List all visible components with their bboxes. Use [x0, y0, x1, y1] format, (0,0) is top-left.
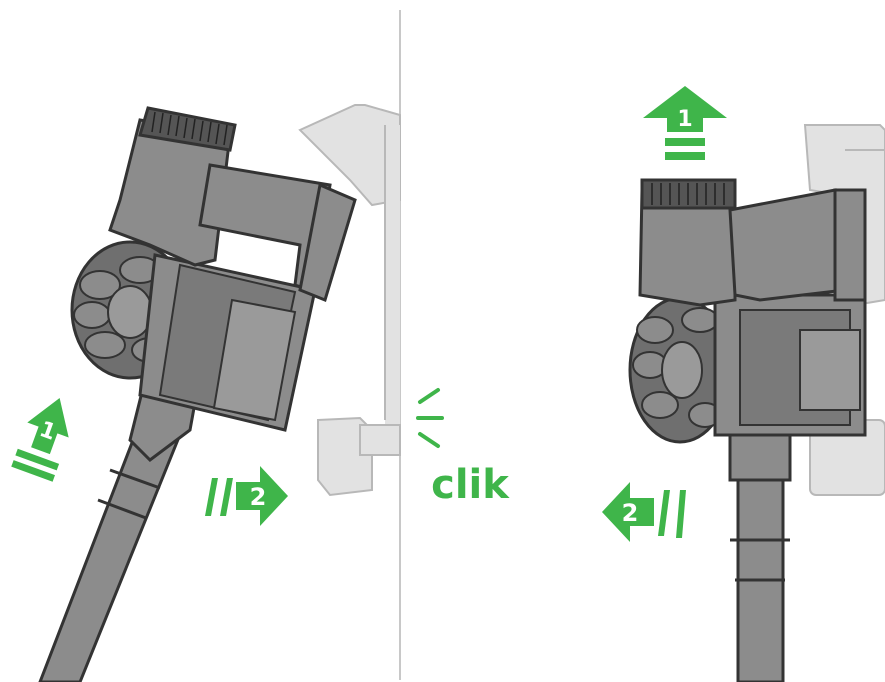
step-1-arrow-right: 1: [643, 86, 727, 160]
step-2-arrow-right: 2: [602, 482, 686, 542]
step-1-arrow-left: 1: [11, 391, 80, 482]
step-2-label-right: 2: [622, 499, 639, 527]
wand-right: [730, 408, 790, 682]
handle-right: [640, 180, 865, 305]
wall-dock-left: [300, 105, 400, 495]
step-2-label-left: 2: [250, 483, 267, 511]
sound-lines-icon: [418, 390, 442, 446]
click-sound-label: clik: [431, 462, 510, 508]
left-panel: 1 2: [11, 105, 400, 682]
wand-left: [40, 357, 200, 682]
click-sound-indicator: clik: [418, 390, 510, 508]
right-panel: 1 2: [602, 86, 885, 682]
step-2-arrow-left: 2: [205, 466, 288, 526]
bin-right: [715, 295, 865, 435]
step-1-label-right: 1: [677, 107, 692, 132]
